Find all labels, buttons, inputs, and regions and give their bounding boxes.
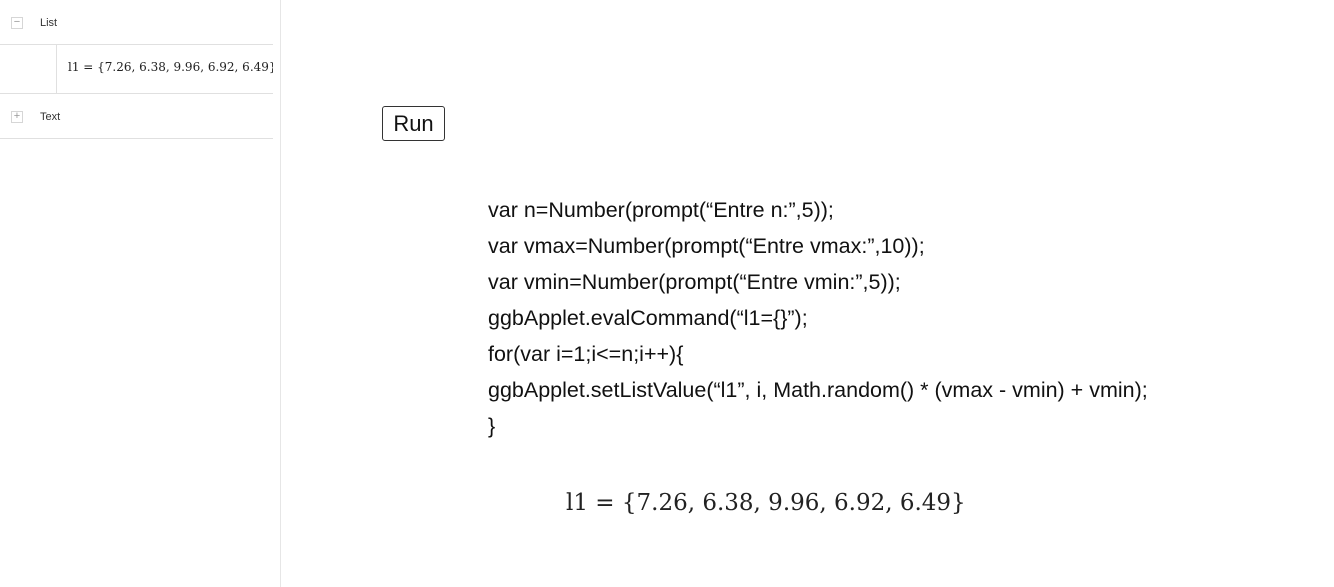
group-label: Text [40,111,61,123]
code-line: ggbApplet.setListValue(“l1”, i, Math.ran… [488,378,1148,402]
view-splitter[interactable] [273,0,281,587]
collapse-icon[interactable]: − [11,17,23,29]
code-line: var vmin=Number(prompt(“Entre vmin:”,5))… [488,270,901,294]
algebra-item-text[interactable]: l1 = {7.26, 6.38, 9.96, 6.92, 6.49} [68,60,277,74]
code-line: for(var i=1;i<=n;i++){ [488,342,684,366]
code-line: } [488,414,496,438]
run-button[interactable]: Run [382,106,445,141]
group-label: List [40,17,58,29]
code-line: var n=Number(prompt(“Entre n:”,5)); [488,198,834,222]
marble-column[interactable] [0,45,57,93]
group-header-list[interactable]: − List [0,0,273,45]
list-l1-display: l1 = {7.26, 6.38, 9.96, 6.92, 6.49} [566,490,966,516]
group-header-text[interactable]: + Text [0,94,273,139]
expand-icon[interactable]: + [11,111,23,123]
code-line: ggbApplet.evalCommand(“l1={}”); [488,306,808,330]
algebra-item-l1[interactable]: l1 = {7.26, 6.38, 9.96, 6.92, 6.49} [0,45,277,94]
code-line: var vmax=Number(prompt(“Entre vmax:”,10)… [488,234,925,258]
code-text: var n=Number(prompt(“Entre n:”,5)); var … [488,196,1148,448]
algebra-view: − List l1 = {7.26, 6.38, 9.96, 6.92, 6.4… [0,0,277,587]
